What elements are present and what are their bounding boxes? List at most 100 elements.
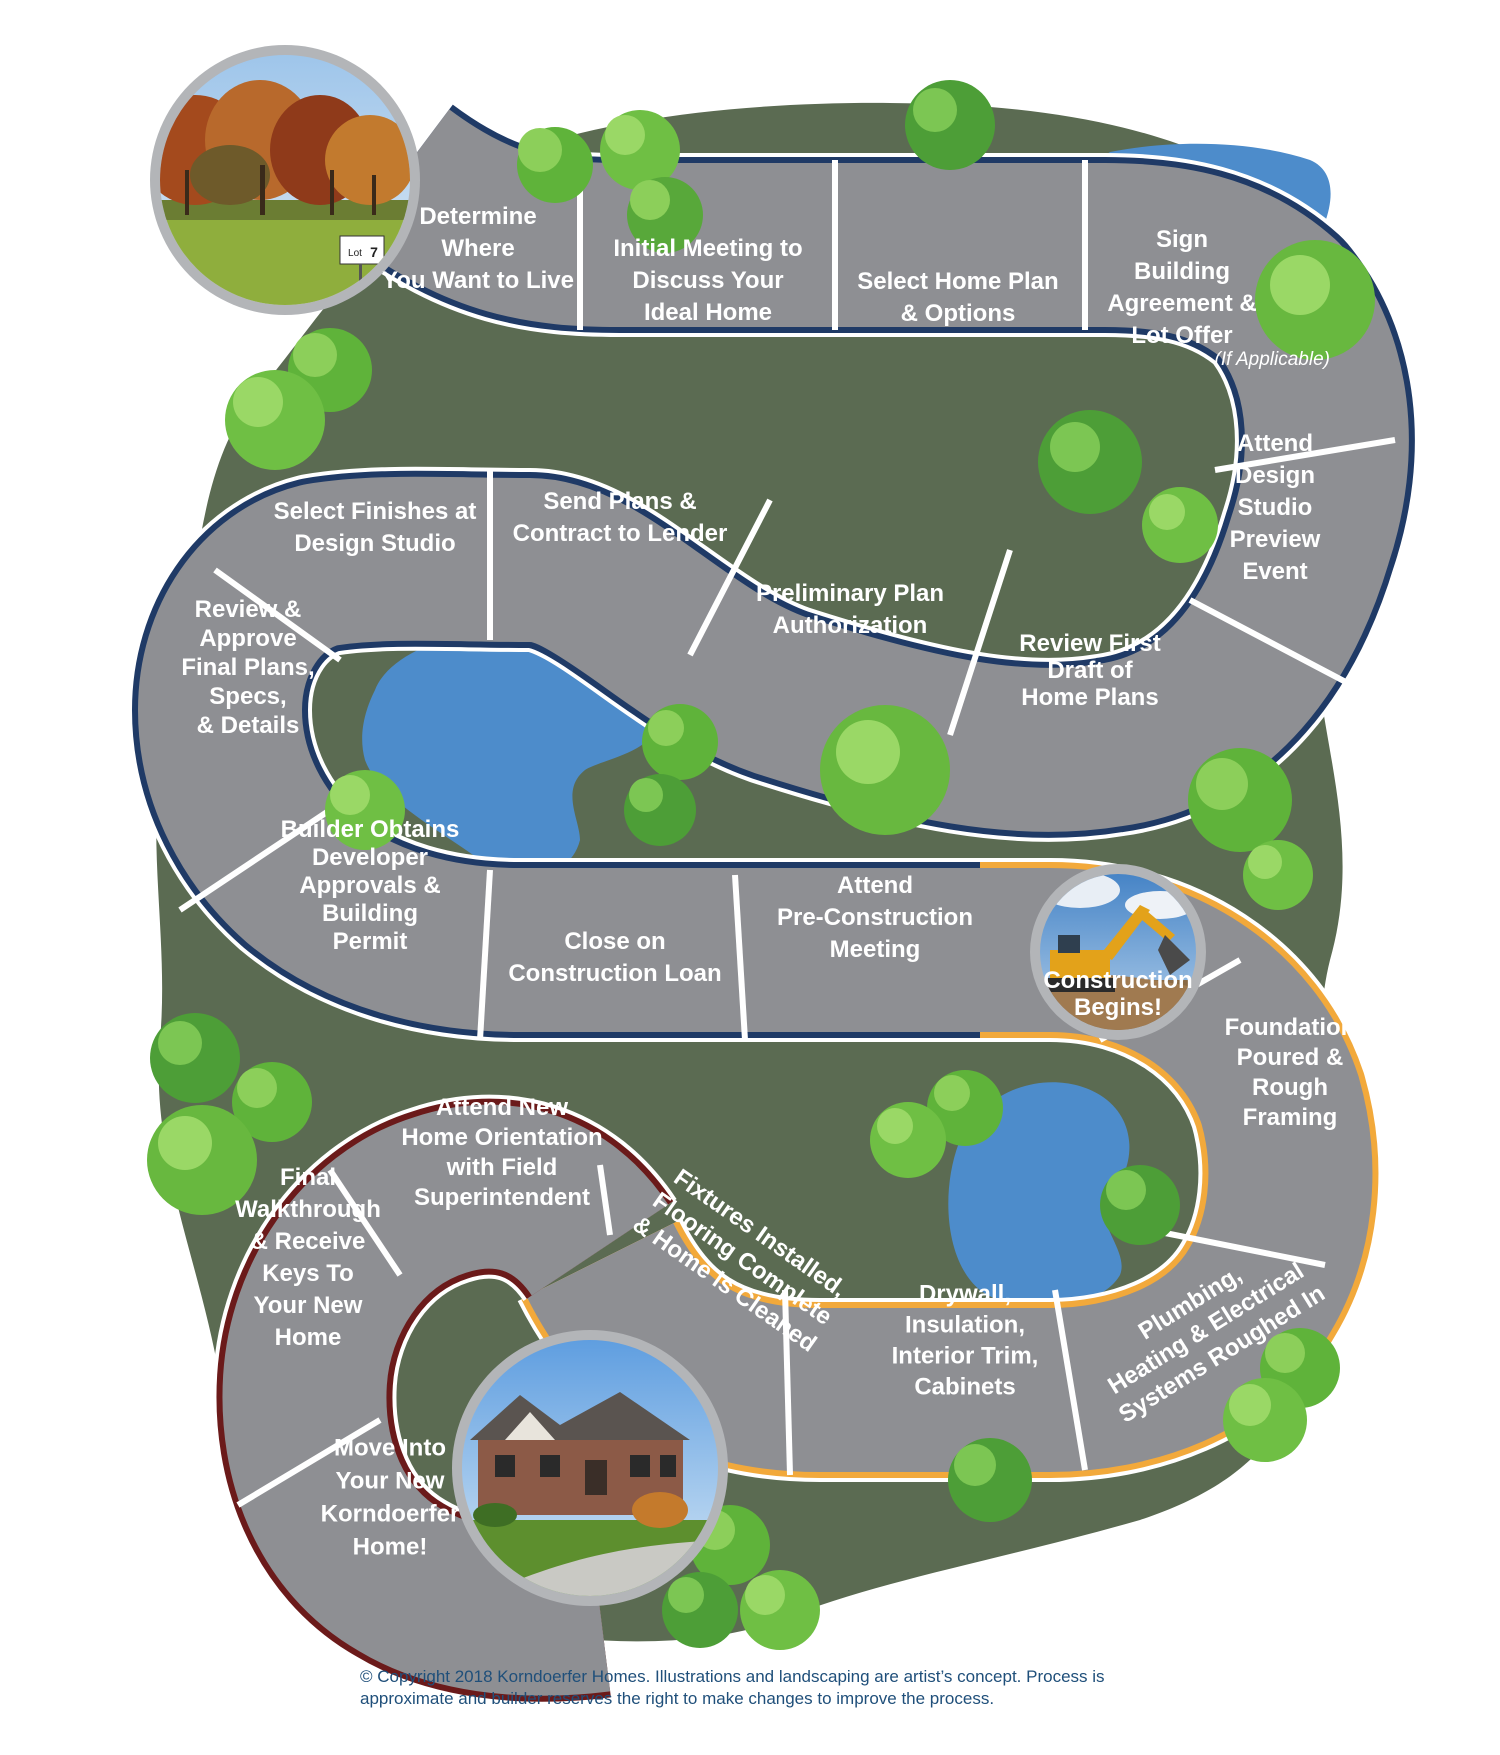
step-design-preview-line: Preview [1230,526,1321,553]
step-preliminary-plan-line: Authorization [773,612,928,639]
step-review-final-plans-line: Approve [199,625,296,652]
tree-icon [225,370,325,470]
step-final-walkthrough-line: & Receive [251,1228,366,1255]
step-foundation-line: Rough [1252,1074,1328,1101]
step-preconstruction-line: Pre-Construction [777,904,973,931]
tree-icon [232,1062,312,1142]
step-drywall-line: Drywall, [919,1281,1011,1308]
lot-sign-icon: Lot 7 [339,235,385,284]
step-review-final-plans-line: Specs, [209,683,286,710]
tree-icon [517,127,593,203]
step-send-plans: Send Plans &Contract to Lender [513,488,728,547]
step-review-first-draft-line: Home Plans [1021,684,1158,711]
tree-icon [150,1013,240,1103]
step-preliminary-plan-line: Preliminary Plan [756,580,944,607]
step-close-loan-line: Close on [564,928,665,955]
footer-line-2: approximate and builder reserves the rig… [360,1689,995,1708]
tree-icon [1142,487,1218,563]
step-foundation-line: Foundation [1225,1014,1356,1041]
tree-icon [147,1105,257,1215]
step-design-preview-line: Studio [1238,494,1313,521]
step-select-home-plan-line: Select Home Plan [857,268,1058,295]
step-builder-approvals-line: Builder Obtains [281,816,460,843]
home-photo [452,1330,728,1606]
step-foundation-line: Framing [1243,1104,1338,1131]
pond-middle [362,633,652,876]
tree-icon [627,177,703,253]
tree-icon [948,1438,1032,1522]
step-drywall-line: Interior Trim, [892,1343,1039,1370]
step-sign-agreement-line: Sign [1156,226,1208,253]
step-drywall-line: Insulation, [905,1312,1025,1339]
tree-icon [624,774,696,846]
step-orientation-line: Superintendent [414,1184,590,1211]
step-sign-agreement-line: Agreement & [1107,290,1256,317]
tree-icon [927,1070,1003,1146]
step-determine-where-line: Where [441,235,514,262]
step-sign-agreement-line: Building [1134,258,1230,285]
tree-icon [1100,1165,1180,1245]
step-builder-approvals-line: Developer [312,844,428,871]
copyright-footer: © Copyright 2018 Korndoerfer Homes. Illu… [360,1666,1400,1710]
road-construction [517,858,1383,1482]
step-move-in-line: Home! [353,1534,428,1561]
road-planning [128,100,1419,1042]
tree-icon [1223,1378,1307,1462]
step-final-walkthrough-line: Final [280,1164,336,1191]
step-select-finishes-line: Design Studio [294,530,455,557]
tree-icon [1188,748,1292,852]
tree-icon [600,110,680,190]
step-sign-agreement-line: Lot Offer [1131,322,1232,349]
step-final-walkthrough-line: Walkthrough [235,1196,381,1223]
tile-dividers [178,160,1396,1508]
step-foundation-line: Poured & [1237,1044,1344,1071]
step-select-finishes-line: Select Finishes at [274,498,477,525]
step-orientation-line: with Field [446,1154,558,1181]
step-design-preview-line: Attend [1237,430,1313,457]
step-builder-approvals-line: Approvals & [299,872,440,899]
step-select-home-plan: Select Home Plan& Options [857,268,1058,327]
tree-icon [642,704,718,780]
step-review-first-draft-line: Draft of [1047,657,1133,684]
step-final-walkthrough-line: Home [275,1324,342,1351]
step-sign-agreement-note: (If Applicable) [1215,349,1330,370]
step-preconstruction-line: Meeting [830,936,921,963]
construction-begins-line2: Begins! [1074,994,1162,1021]
step-drywall-line: Cabinets [914,1374,1015,1401]
step-close-loan: Close on Construction Loan [508,928,721,987]
step-initial-meeting-line: Discuss Your [632,267,783,294]
step-drywall: Drywall, Insulation, Interior Trim, Cabinet… [892,1281,1039,1401]
road-final [212,1094,677,1706]
step-design-preview-line: Design [1235,462,1315,489]
tree-icon [820,705,950,835]
step-determine-where-line: You Want to Live [382,267,574,294]
step-select-finishes: Select Finishes at Design Studio [274,498,477,557]
tree-icon [870,1102,946,1178]
step-review-final-plans-line: Review & [195,596,302,623]
step-orientation-line: Home Orientation [401,1124,602,1151]
tree-icon [905,80,995,170]
lot-sign-number: 7 [370,244,378,260]
step-initial-meeting-line: Initial Meeting to [613,235,802,262]
step-final-walkthrough-line: Your New [254,1292,363,1319]
footer-line-1: © Copyright 2018 Korndoerfer Homes. Illu… [360,1667,1105,1686]
pond-lower [948,1082,1130,1308]
tree-icon [1243,840,1313,910]
excavator-icon [1045,905,1190,992]
step-builder-approvals-line: Building [322,900,418,927]
step-close-loan-line: Construction Loan [508,960,721,987]
tree-icon [662,1572,738,1648]
step-final-walkthrough-line: Keys To [262,1260,354,1287]
step-move-in-line: Move Into [334,1435,446,1462]
